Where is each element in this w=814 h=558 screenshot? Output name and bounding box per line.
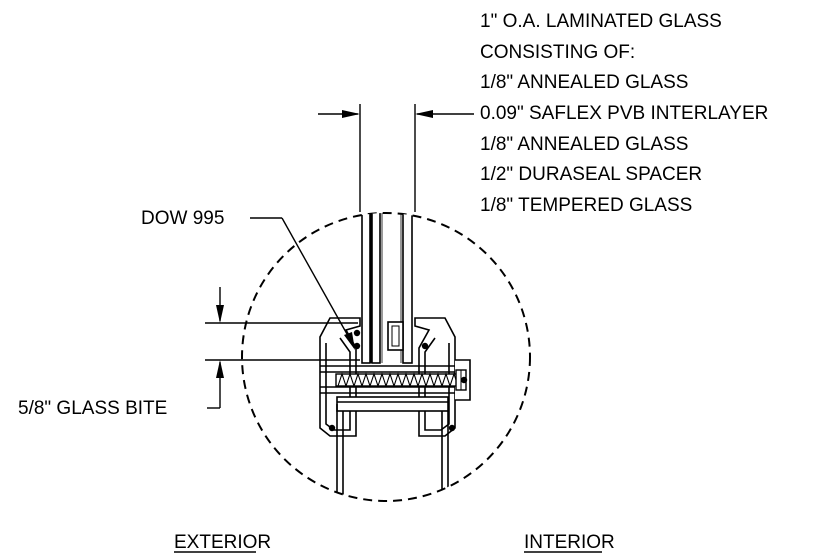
section-geometry (319, 213, 471, 501)
glass-bite-label: 5/8" GLASS BITE (18, 398, 167, 419)
glass-bite-dimension (205, 287, 360, 409)
spec-line-5: 1/8" ANNEALED GLASS (480, 134, 688, 155)
interior-label: INTERIOR (524, 532, 615, 553)
spec-line-7: 1/8" TEMPERED GLASS (480, 195, 692, 216)
glass-thickness-dimension (318, 104, 474, 212)
exterior-label: EXTERIOR (174, 532, 271, 553)
glass-lites (361, 213, 413, 364)
spec-line-3: 1/8" ANNEALED GLASS (480, 72, 688, 93)
spec-line-6: 1/2" DURASEAL SPACER (480, 164, 702, 185)
spec-line-4: 0.09" SAFLEX PVB INTERLAYER (480, 103, 768, 124)
spec-line-2: CONSISTING OF: (480, 42, 635, 63)
sealant-callout: DOW 995 (141, 208, 355, 350)
detail-circle (241, 212, 531, 502)
sealant-label: DOW 995 (141, 208, 224, 229)
spec-line-1: 1" O.A. LAMINATED GLASS (480, 11, 722, 32)
glass-spec-list: 1" O.A. LAMINATED GLASS CONSISTING OF: 1… (480, 11, 768, 216)
gasket-beads (328, 329, 468, 432)
side-labels: EXTERIOR INTERIOR (174, 532, 615, 553)
